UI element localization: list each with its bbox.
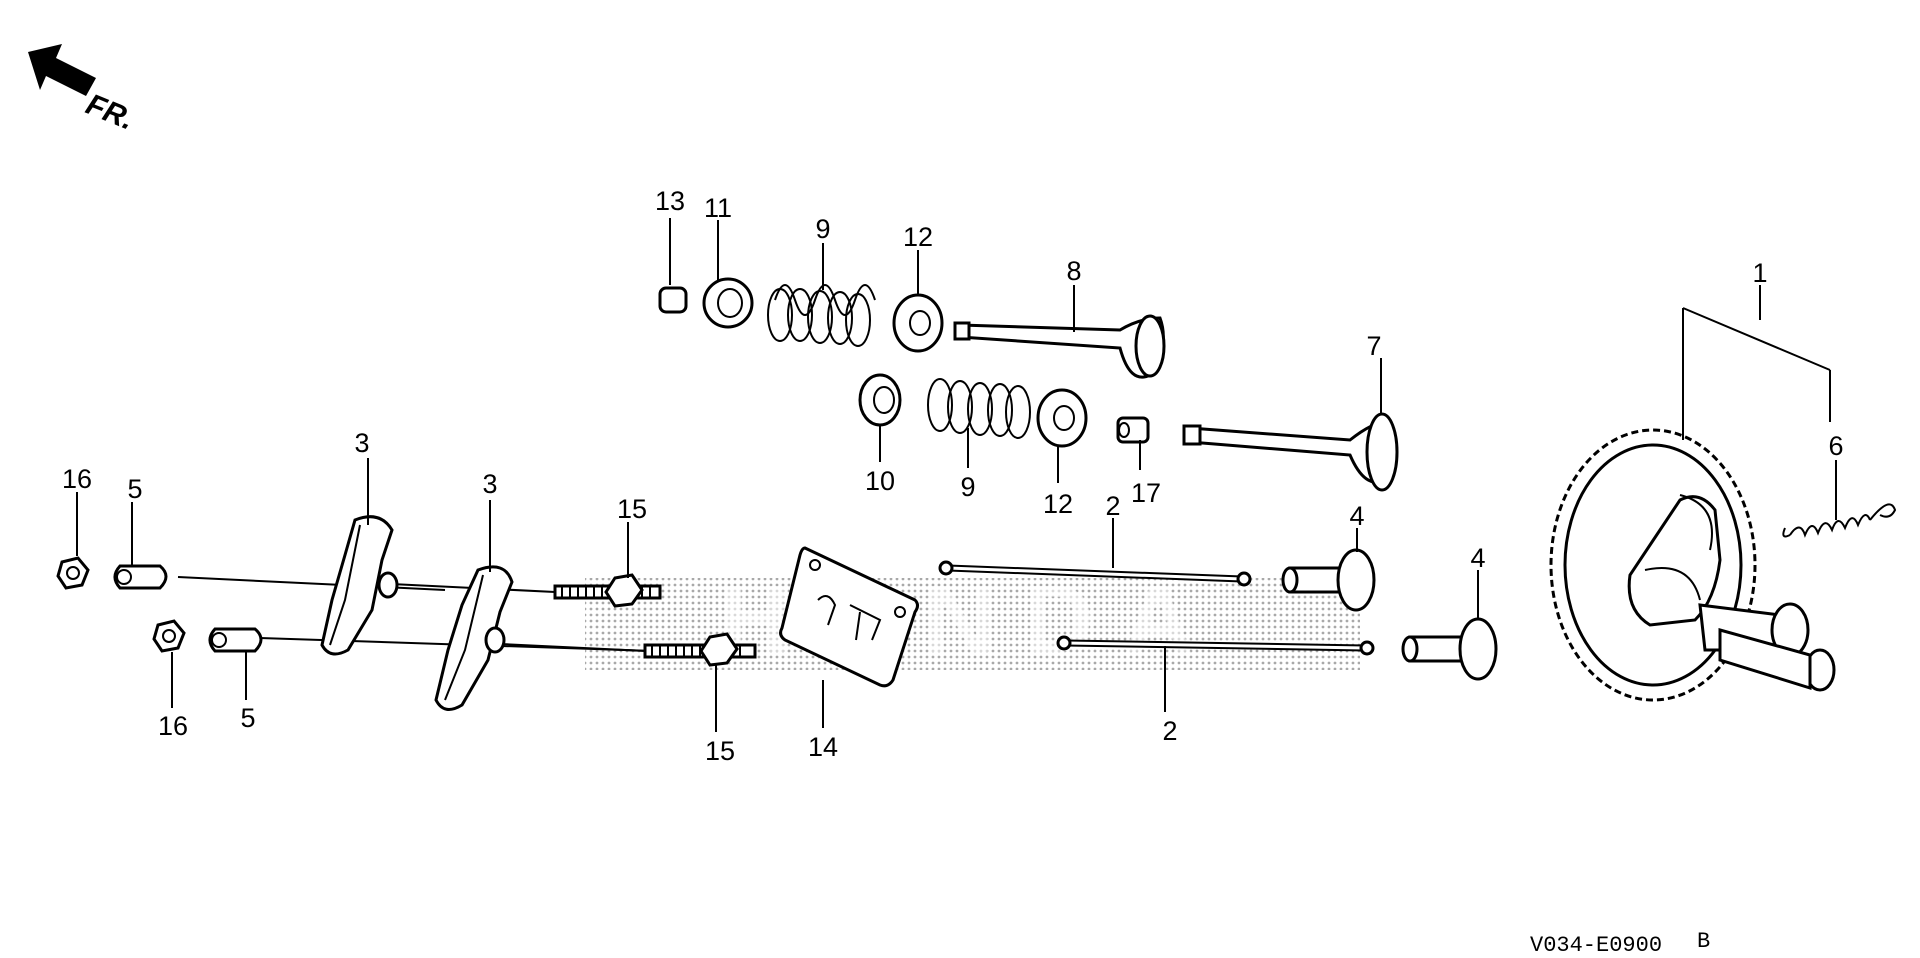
valve-spring-9-lower xyxy=(927,378,1031,439)
stem-seal-17 xyxy=(1116,416,1150,444)
callout-8: 8 xyxy=(1066,256,1081,286)
tappet-4-lower xyxy=(1401,617,1498,681)
drawing-code: V034-E0900 B xyxy=(1530,929,1710,958)
callout-15-upper: 15 xyxy=(617,494,647,524)
spring-seat-12-upper xyxy=(892,293,944,353)
callout-16-upper: 16 xyxy=(62,464,92,494)
pivot-5-lower xyxy=(208,627,263,653)
callout-14: 14 xyxy=(808,732,838,762)
push-rod-2-lower xyxy=(1056,635,1375,656)
rocker-arm-3-right xyxy=(434,565,514,711)
callout-4-upper: 4 xyxy=(1349,501,1364,531)
callout-7: 7 xyxy=(1366,331,1381,361)
callout-9-lower: 9 xyxy=(960,472,975,502)
stud-15-upper xyxy=(553,573,662,608)
push-rod-2-upper xyxy=(938,560,1252,587)
retainer-10 xyxy=(858,373,902,427)
callout-1: 1 xyxy=(1752,258,1767,288)
camshaft-1 xyxy=(1549,428,1836,702)
nut-16-lower xyxy=(152,619,186,653)
direction-label: FR. xyxy=(81,88,138,137)
callout-5-upper: 5 xyxy=(127,474,142,504)
valve-8 xyxy=(953,314,1166,379)
callout-6: 6 xyxy=(1828,431,1843,461)
callout-9-upper: 9 xyxy=(815,214,830,244)
callout-2-upper: 2 xyxy=(1105,491,1120,521)
callout-12-upper: 12 xyxy=(903,222,933,252)
valve-7 xyxy=(1182,412,1399,492)
callout-3-right: 3 xyxy=(482,469,497,499)
front-arrow-icon: FR. xyxy=(28,44,139,137)
drawing-code-text: V034-E0900 xyxy=(1530,933,1662,958)
drawing-revision: B xyxy=(1697,929,1710,954)
keeper-13 xyxy=(658,286,688,314)
callout-12-lower: 12 xyxy=(1043,489,1073,519)
pivot-5-upper xyxy=(113,564,168,590)
rocker-arm-3-left xyxy=(320,515,399,656)
callout-16-lower: 16 xyxy=(158,711,188,741)
callout-15-lower: 15 xyxy=(705,736,735,766)
callout-3-left: 3 xyxy=(354,428,369,458)
callout-11: 11 xyxy=(704,193,732,223)
callout-numbers: 1 2 2 3 3 4 4 5 5 6 7 8 9 9 10 11 12 12 … xyxy=(62,186,1844,766)
callout-10: 10 xyxy=(865,466,895,496)
callout-17: 17 xyxy=(1131,478,1161,508)
callout-4-lower: 4 xyxy=(1470,543,1485,573)
spring-6 xyxy=(1782,503,1897,538)
spring-seat-12-lower xyxy=(1036,388,1088,448)
stud-15-lower xyxy=(643,632,757,667)
bracket-callout-1 xyxy=(1682,285,1831,440)
retainer-11 xyxy=(702,277,754,329)
callout-2-lower: 2 xyxy=(1162,716,1177,746)
guide-plate-14 xyxy=(779,546,919,688)
callout-leaders xyxy=(76,218,1837,732)
nut-16-upper xyxy=(56,556,90,590)
callout-5-lower: 5 xyxy=(240,703,255,733)
valve-spring-9-upper xyxy=(767,284,876,347)
callout-13: 13 xyxy=(655,186,685,216)
